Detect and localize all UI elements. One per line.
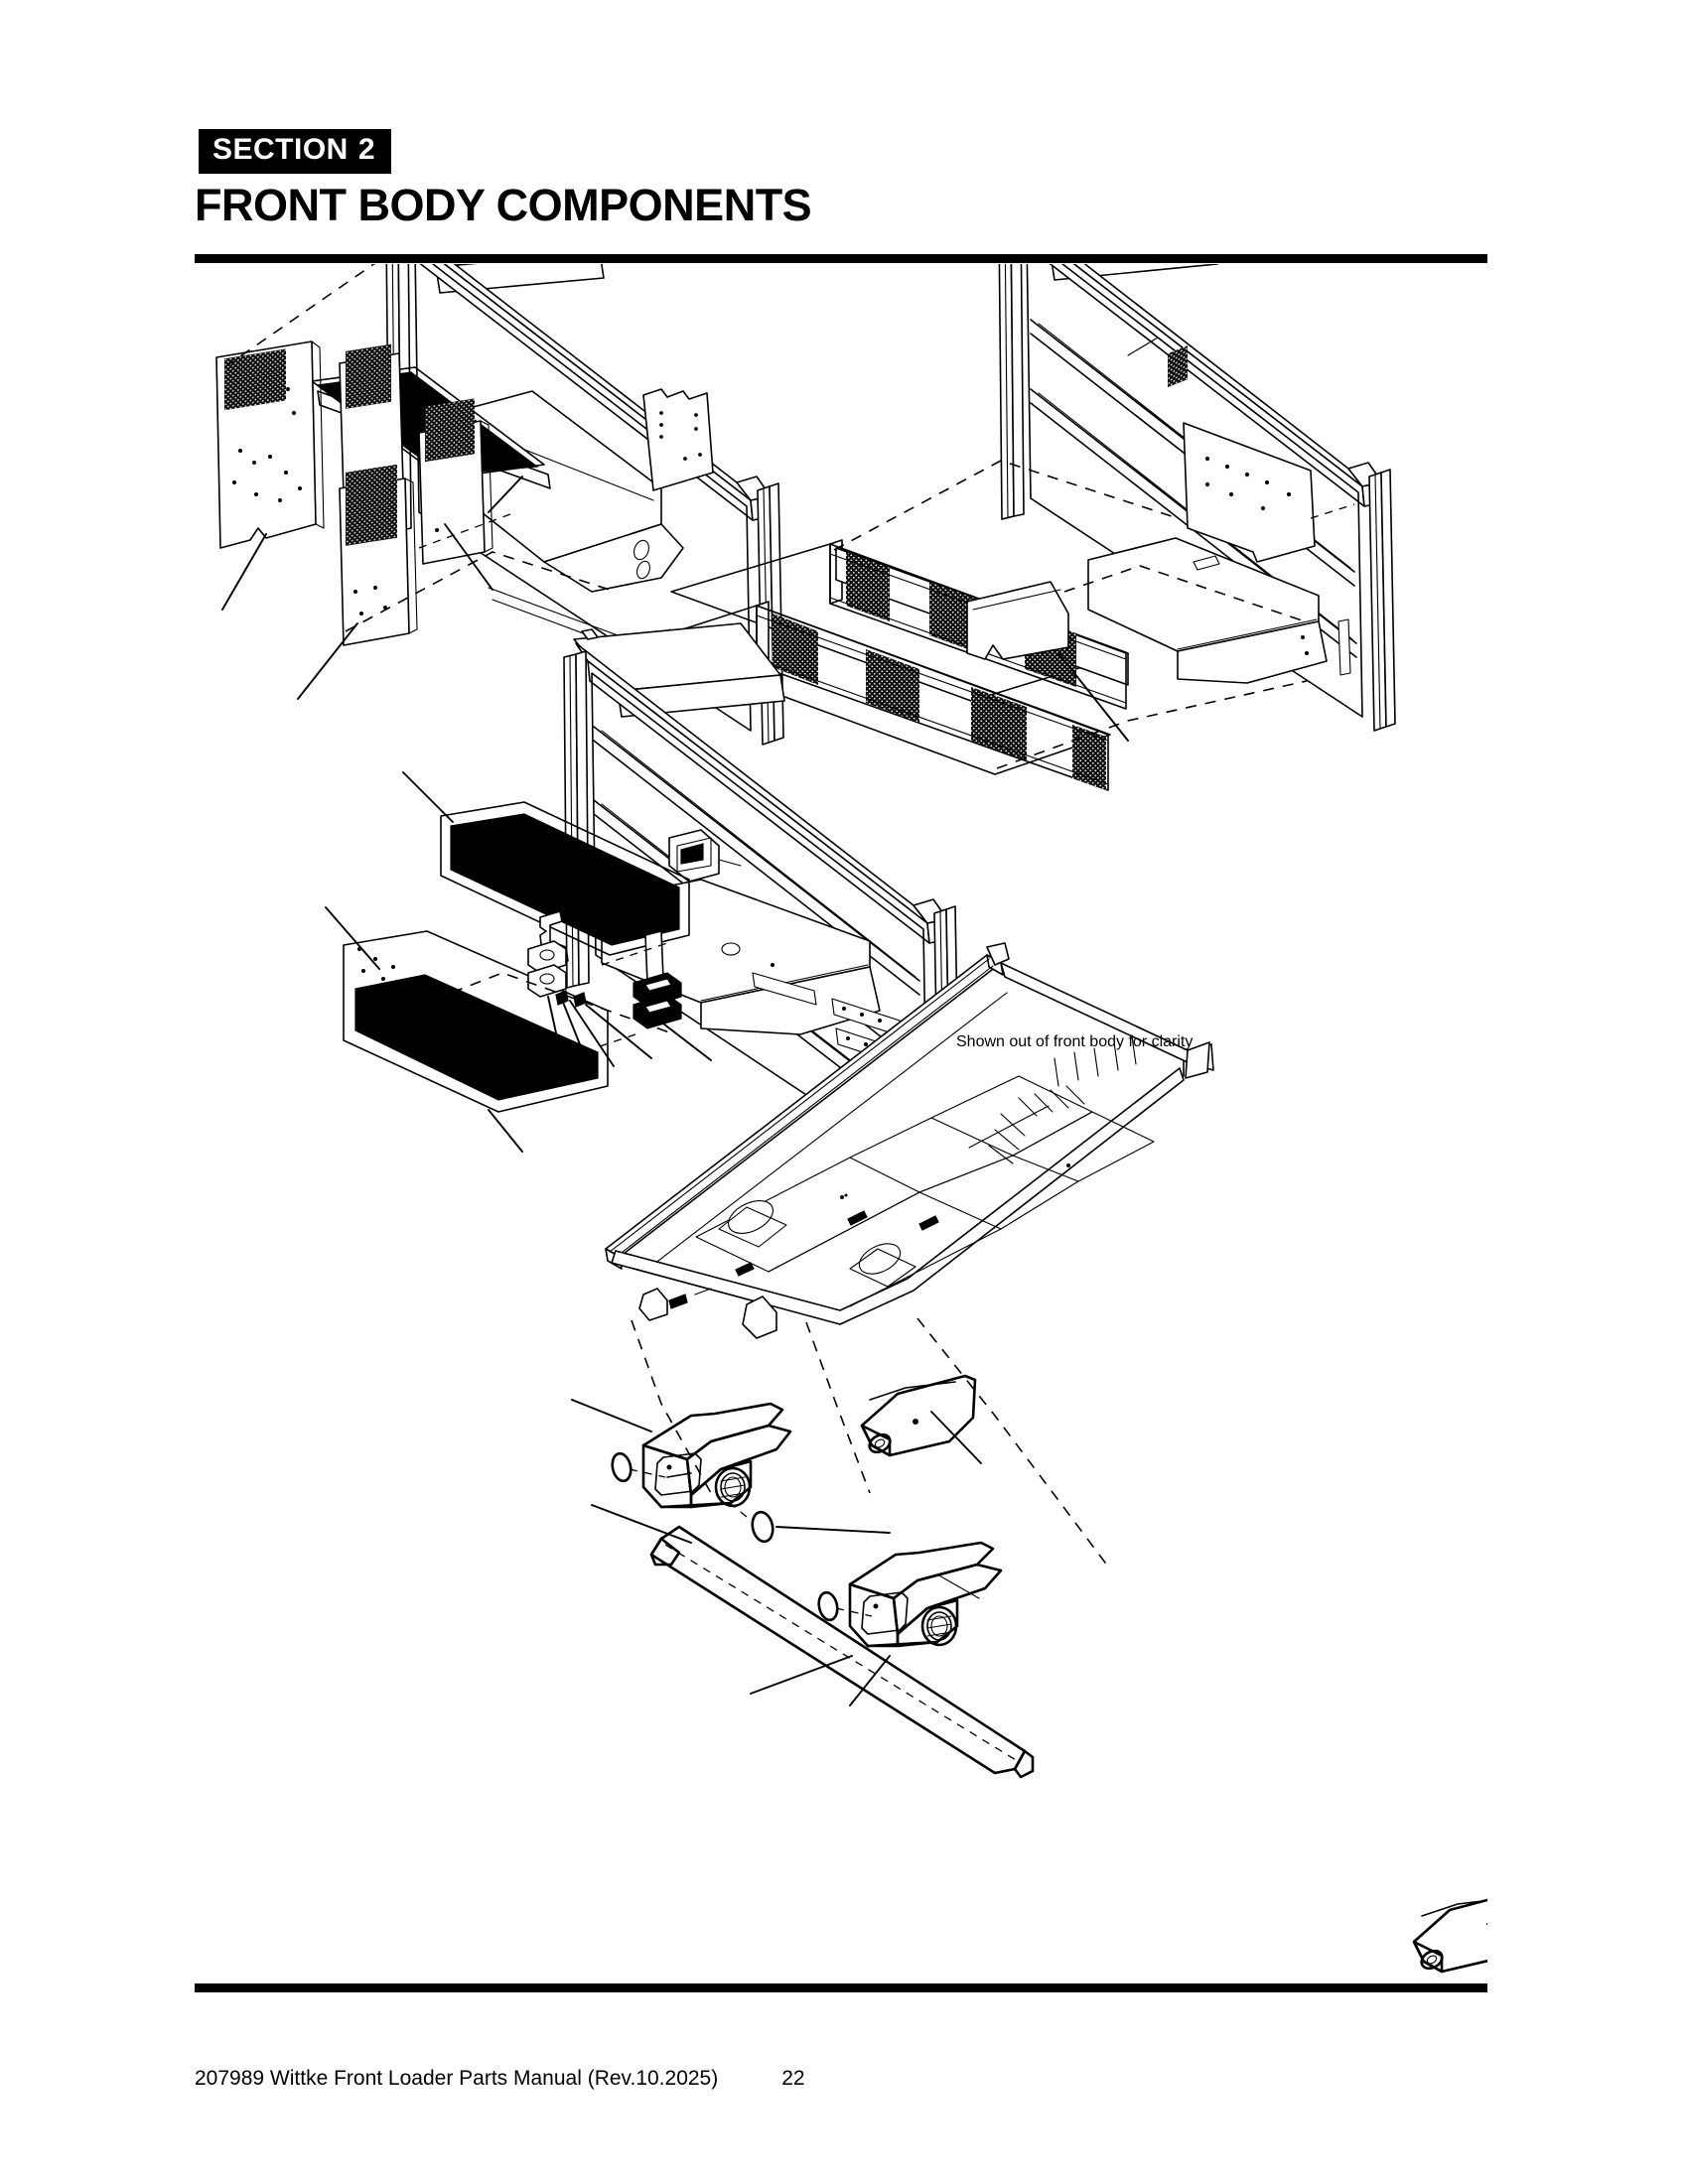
page-title: FRONT BODY COMPONENTS bbox=[195, 180, 812, 230]
fork-arm-right bbox=[817, 1541, 1003, 1706]
exploded-parts-diagram bbox=[195, 264, 1487, 1978]
page-footer: 207989 Wittke Front Loader Parts Manual … bbox=[195, 2067, 1487, 2091]
section-number: 2 bbox=[357, 133, 376, 166]
front-body-left-assembly bbox=[215, 264, 784, 746]
fork-arm-left bbox=[571, 1399, 891, 1544]
pivot-tube bbox=[591, 1504, 1035, 1779]
header-divider-rule bbox=[195, 254, 1487, 263]
wear-shoe-lower bbox=[1412, 1898, 1487, 1974]
wear-shoe-upper bbox=[860, 1374, 982, 1464]
front-body-right-assembly bbox=[638, 264, 1396, 791]
section-label: SECTION bbox=[212, 133, 349, 166]
floor-and-fork-assembly bbox=[571, 942, 1487, 1974]
diagram-note: Shown out of front body for clarity bbox=[956, 1033, 1194, 1050]
footer-document-title: 207989 Wittke Front Loader Parts Manual … bbox=[195, 2067, 719, 2090]
footer-divider-rule bbox=[195, 1983, 1487, 1992]
footer-page-number: 22 bbox=[781, 2067, 805, 2090]
